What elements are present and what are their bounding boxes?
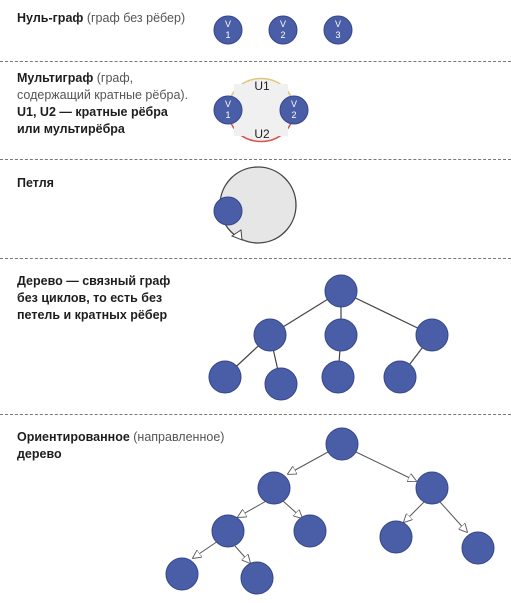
directed-tree-node-right xyxy=(415,471,449,505)
multigraph-vertex-1: V 1 xyxy=(213,95,243,125)
multigraph-edges-line-2: или мультирёбра xyxy=(17,122,125,136)
tree-node-root xyxy=(324,274,358,308)
divider-3 xyxy=(0,258,511,259)
loop-arrowhead xyxy=(230,229,243,241)
multigraph-vertex-1-letter: V xyxy=(225,99,231,109)
null-graph-title: Нуль-граф xyxy=(17,11,84,25)
directed-tree-line-2: дерево xyxy=(17,447,62,461)
multigraph-edges-line: U1, U2 — кратные рёбра xyxy=(17,105,168,119)
multigraph-vertex-1-index: 1 xyxy=(225,110,230,120)
loop-vertex xyxy=(213,196,243,226)
directed-tree-root xyxy=(325,427,359,461)
multigraph-edge-u2-label: U2 xyxy=(254,127,270,141)
directed-tree-note: (направленное) xyxy=(133,430,225,444)
tree-leaf-2 xyxy=(264,367,298,401)
null-graph-description: Нуль-граф (граф без рёбер) xyxy=(17,10,217,27)
tree-line-2: без циклов, то есть без xyxy=(17,291,163,305)
multigraph-vertex-2-index: 2 xyxy=(291,110,296,120)
null-graph-vertex-3: V 3 xyxy=(323,15,353,45)
null-graph-vertex-3-letter: V xyxy=(335,19,341,29)
directed-tree-leaf-4 xyxy=(165,557,199,591)
null-graph-vertex-3-index: 3 xyxy=(335,30,340,40)
tree-leaf-1 xyxy=(208,360,242,394)
directed-tree-description: Ориентированное (направленное) дерево xyxy=(17,429,237,463)
multigraph-edge-u1-label: U1 xyxy=(254,79,270,93)
directed-tree-leaf-2 xyxy=(379,520,413,554)
loop-title: Петля xyxy=(17,176,54,190)
null-graph-vertex-1: V 1 xyxy=(213,15,243,45)
directed-tree-title: Ориентированное xyxy=(17,430,130,444)
directed-tree-node-left xyxy=(257,471,291,505)
null-graph-vertex-2: V 2 xyxy=(268,15,298,45)
multigraph-description: Мультиграф (граф, содержащий кратные рёб… xyxy=(17,70,207,138)
null-graph-note: (граф без рёбер) xyxy=(86,11,186,25)
loop-description: Петля xyxy=(17,175,207,192)
tree-description: Дерево — связный граф без циклов, то ест… xyxy=(17,273,217,324)
multigraph-vertex-2-letter: V xyxy=(291,99,297,109)
multigraph-vertex-2: V 2 xyxy=(279,95,309,125)
multigraph-title: Мультиграф xyxy=(17,71,94,85)
divider-4 xyxy=(0,414,511,415)
directed-tree-edges xyxy=(193,451,467,563)
tree-node-right xyxy=(415,318,449,352)
tree-node-middle xyxy=(324,318,358,352)
divider-1 xyxy=(0,61,511,62)
multigraph-note: (граф, содержащий кратные рёбра). xyxy=(17,71,189,102)
tree-line-3: петель и кратных рёбер xyxy=(17,308,168,322)
directed-tree-leaf-3 xyxy=(461,531,495,565)
directed-tree-leaf-1 xyxy=(293,514,327,548)
tree-line-1: Дерево — связный граф xyxy=(17,274,171,288)
null-graph-vertex-2-letter: V xyxy=(280,19,286,29)
null-graph-vertex-1-index: 1 xyxy=(225,30,230,40)
tree-node-left xyxy=(253,318,287,352)
null-graph-vertex-2-index: 2 xyxy=(280,30,285,40)
tree-leaf-4 xyxy=(383,360,417,394)
directed-tree-leaf-5 xyxy=(240,561,274,595)
null-graph-vertex-1-letter: V xyxy=(225,19,231,29)
directed-tree-node-left-left xyxy=(211,514,245,548)
tree-leaf-3 xyxy=(321,360,355,394)
multigraph-fill xyxy=(234,84,288,136)
divider-2 xyxy=(0,159,511,160)
